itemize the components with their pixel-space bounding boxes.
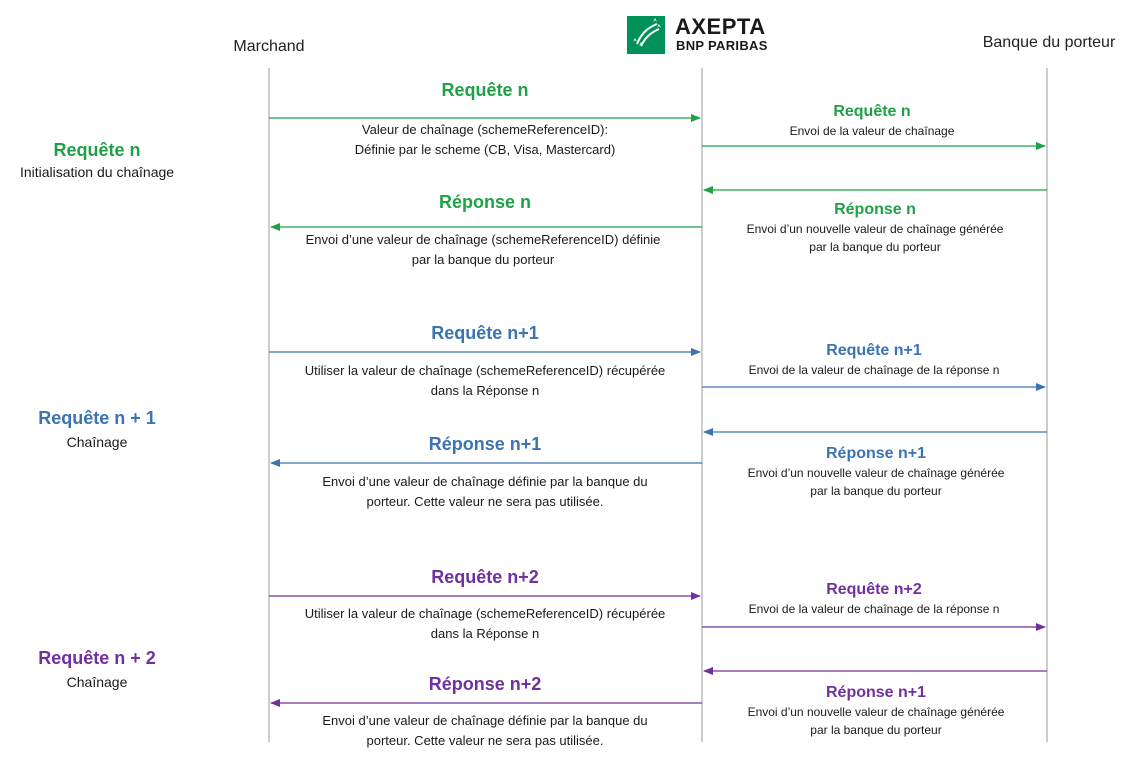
step3-left-response-title: Réponse n+2 [428, 674, 542, 694]
step3-right-request-title: Requête n+2 [826, 581, 922, 598]
step3-left-request-desc-1: Utiliser la valeur de chaînage (schemeRe… [304, 606, 666, 621]
step1-left-response-desc-2: par la banque du porteur [411, 252, 555, 267]
step1-left-request-desc-1: Valeur de chaînage (schemeReferenceID): [361, 122, 609, 137]
step2-left-response-desc-1: Envoi d’une valeur de chaînage définie p… [322, 474, 648, 489]
axepta-logo-name: AXEPTA [675, 14, 766, 39]
step1-right-request-desc: Envoi de la valeur de chaînage [789, 124, 955, 138]
step3-left-response-desc-1: Envoi d’une valeur de chaînage définie p… [322, 713, 648, 728]
bnp-stars-icon [627, 16, 665, 54]
side-title-step3: Requête n + 2 [38, 648, 156, 668]
step1-right-response-title: Réponse n [834, 201, 916, 218]
step1-left-response-desc-1: Envoi d’une valeur de chaînage (schemeRe… [305, 232, 661, 247]
step1-right-request-title: Requête n [833, 103, 911, 120]
step3-right-response-desc-1: Envoi d’un nouvelle valeur de chaînage g… [747, 705, 1005, 719]
step2-left-response-desc-2: porteur. Cette valeur ne sera pas utilis… [366, 494, 604, 509]
step2-right-request-title: Requête n+1 [826, 342, 922, 359]
step2-right-response-desc-2: par la banque du porteur [810, 484, 942, 498]
step2-left-request-desc-2: dans la Réponse n [430, 383, 540, 398]
step3-left-response-desc-2: porteur. Cette valeur ne sera pas utilis… [366, 733, 604, 748]
step1-left-request-desc-2: Définie par le scheme (CB, Visa, Masterc… [354, 142, 616, 157]
step1-left-request-title: Requête n [441, 80, 529, 100]
step3-right-response-title: Réponse n+1 [825, 684, 927, 701]
step3-left-request-desc-2: dans la Réponse n [430, 626, 540, 641]
step2-left-response-title: Réponse n+1 [428, 434, 542, 454]
side-subtitle-step1: Initialisation du chaînage [19, 164, 175, 180]
side-title-step1: Requête n [53, 140, 141, 160]
side-title-step2: Requête n + 1 [38, 408, 156, 428]
issuer-actor-label: Banque du porteur [982, 34, 1116, 51]
step3-left-request-title: Requête n+2 [431, 567, 539, 587]
step2-right-response-desc-1: Envoi d’un nouvelle valeur de chaînage g… [747, 466, 1005, 480]
step2-left-request-desc-1: Utiliser la valeur de chaînage (schemeRe… [304, 363, 666, 378]
merchant-actor-label: Marchand [233, 38, 305, 55]
step3-right-request-desc: Envoi de la valeur de chaînage de la rép… [748, 602, 1000, 616]
side-subtitle-step2: Chaînage [66, 434, 128, 450]
step1-left-response-title: Réponse n [438, 192, 532, 212]
step2-right-response-title: Réponse n+1 [825, 445, 927, 462]
step1-right-response-desc-2: par la banque du porteur [809, 240, 941, 254]
axepta-logo: AXEPTA BNP PARIBAS [627, 14, 775, 56]
step3-right-response-desc-2: par la banque du porteur [810, 723, 942, 737]
step2-left-request-title: Requête n+1 [431, 323, 539, 343]
step2-right-request-desc: Envoi de la valeur de chaînage de la rép… [748, 363, 1000, 377]
side-subtitle-step3: Chaînage [66, 674, 128, 690]
step1-right-response-desc-1: Envoi d’un nouvelle valeur de chaînage g… [746, 222, 1004, 236]
axepta-logo-sub: BNP PARIBAS [676, 38, 768, 53]
